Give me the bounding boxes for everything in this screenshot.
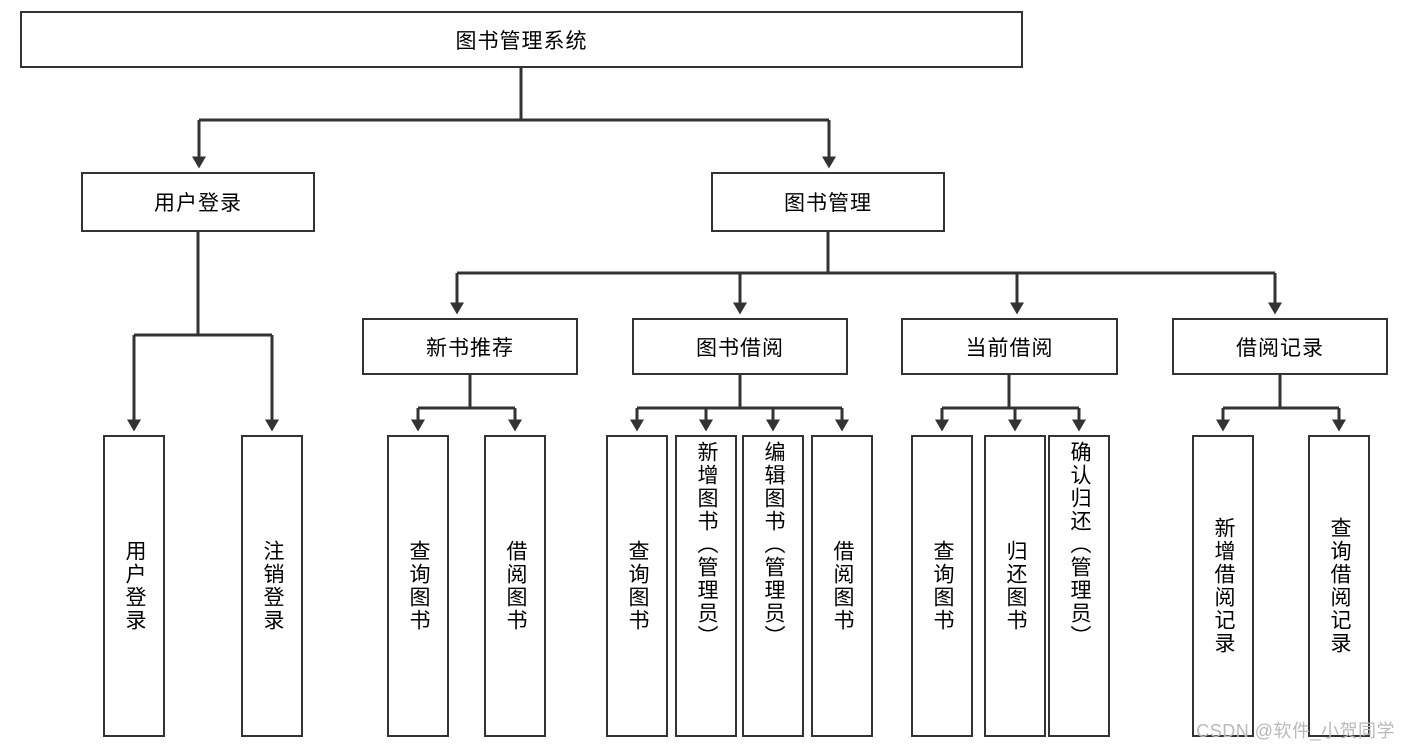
node-leaf-user-login-label: 用户登录	[123, 540, 147, 632]
node-new-book-rec[interactable]: 新书推荐	[362, 318, 578, 375]
node-leaf-borrow-edit-book[interactable]: 编辑图书（管理员）	[742, 435, 804, 737]
node-user-login-label: 用户登录	[154, 192, 242, 215]
node-current-borrow-label: 当前借阅	[965, 336, 1054, 360]
node-book-manage[interactable]: 图书管理	[711, 172, 945, 232]
node-leaf-rec-query-book-label: 查询图书	[407, 540, 431, 632]
node-leaf-cur-return-book-label: 归还图书	[1004, 540, 1028, 632]
node-leaf-cur-query-book[interactable]: 查询图书	[911, 435, 973, 737]
node-leaf-user-logout[interactable]: 注销登录	[241, 435, 303, 737]
node-leaf-borrow-edit-book-label: 编辑图书（管理员）	[762, 441, 786, 648]
node-root[interactable]: 图书管理系统	[20, 11, 1023, 68]
node-leaf-cur-confirm-return[interactable]: 确认归还（管理员）	[1048, 435, 1110, 737]
node-leaf-borrow-add-book-label: 新增图书（管理员）	[695, 441, 719, 648]
watermark: CSDN @软件_小贺同学	[1196, 721, 1395, 741]
node-leaf-rec-query-book[interactable]: 查询图书	[387, 435, 449, 737]
node-leaf-borrow-add-book[interactable]: 新增图书（管理员）	[675, 435, 737, 737]
node-borrow-record-label: 借阅记录	[1236, 336, 1324, 360]
node-leaf-cur-query-book-label: 查询图书	[931, 540, 955, 632]
node-book-borrow-label: 图书借阅	[696, 336, 784, 360]
node-leaf-cur-confirm-return-label: 确认归还（管理员）	[1068, 441, 1092, 648]
node-leaf-rec-query-record[interactable]: 查询借阅记录	[1308, 435, 1370, 737]
node-leaf-borrow-borrow-book[interactable]: 借阅图书	[811, 435, 873, 737]
node-leaf-rec-add-record[interactable]: 新增借阅记录	[1192, 435, 1254, 737]
node-leaf-borrow-query-book[interactable]: 查询图书	[606, 435, 668, 737]
node-leaf-rec-add-record-label: 新增借阅记录	[1212, 517, 1236, 655]
node-root-label: 图书管理系统	[455, 29, 588, 53]
node-leaf-user-logout-label: 注销登录	[261, 540, 285, 632]
node-leaf-user-login[interactable]: 用户登录	[103, 435, 165, 737]
node-book-borrow[interactable]: 图书借阅	[632, 318, 848, 375]
node-new-book-rec-label: 新书推荐	[426, 336, 514, 360]
node-leaf-rec-borrow-book-label: 借阅图书	[504, 540, 528, 632]
node-leaf-rec-query-record-label: 查询借阅记录	[1328, 517, 1352, 655]
node-leaf-rec-borrow-book[interactable]: 借阅图书	[484, 435, 546, 737]
node-user-login[interactable]: 用户登录	[81, 172, 315, 232]
node-leaf-borrow-borrow-book-label: 借阅图书	[831, 540, 855, 632]
node-leaf-borrow-query-book-label: 查询图书	[626, 540, 650, 632]
node-borrow-record[interactable]: 借阅记录	[1172, 318, 1388, 375]
node-leaf-cur-return-book[interactable]: 归还图书	[984, 435, 1046, 737]
node-current-borrow[interactable]: 当前借阅	[901, 318, 1118, 375]
node-book-manage-label: 图书管理	[784, 192, 872, 215]
